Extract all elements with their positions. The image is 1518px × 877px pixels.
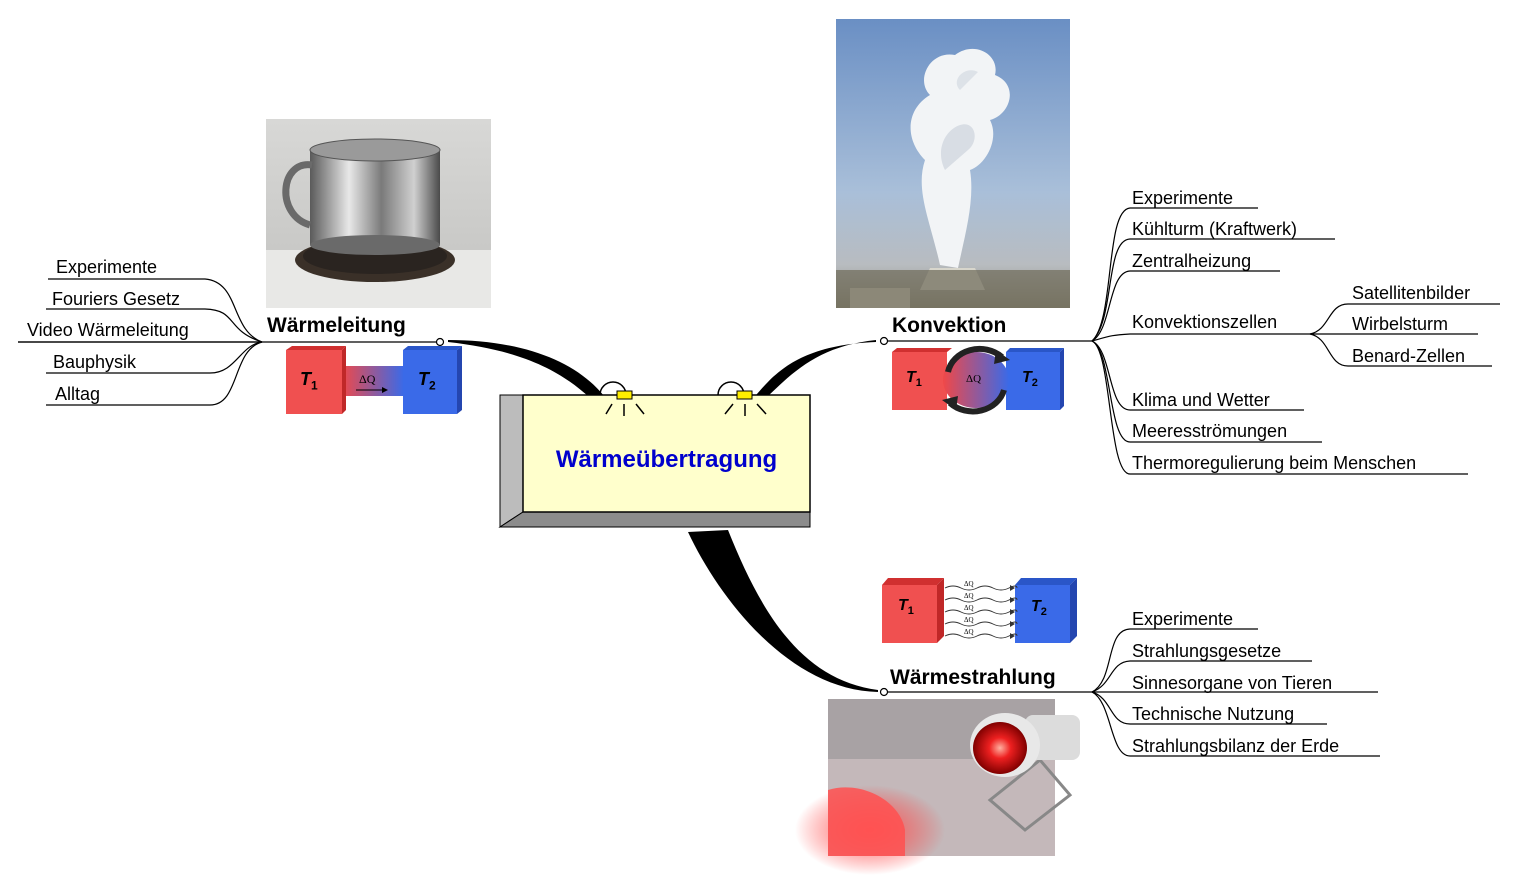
convection-t2-label: T2 — [1022, 369, 1038, 389]
radiation-flow-label: ΔQ — [964, 604, 974, 612]
t2-sub: 2 — [1031, 377, 1038, 390]
convection-subitem-hurricane[interactable]: Wirbelsturm — [1352, 314, 1449, 334]
t2-text: T — [1022, 369, 1032, 386]
radiation-t2-label: T2 — [1031, 598, 1047, 618]
central-title: Wärmeübertragung — [555, 446, 778, 473]
t2-text: T — [1031, 598, 1041, 615]
convection-item-convection-cells[interactable]: Konvektionszellen — [1132, 312, 1278, 332]
conduction-item-fourier[interactable]: Fouriers Gesetz — [52, 289, 181, 309]
radiation-item-animal-senses[interactable]: Sinnesorgane von Tieren — [1132, 673, 1333, 693]
cooling-tower-photo — [836, 19, 1070, 308]
radiation-item-laws[interactable]: Strahlungsgesetze — [1132, 641, 1282, 661]
radiation-item-technical-use[interactable]: Technische Nutzung — [1132, 704, 1295, 724]
cup-photo — [266, 119, 491, 308]
conduction-flow-label: ΔQ — [359, 372, 376, 386]
radiation-item-experiments[interactable]: Experimente — [1132, 609, 1234, 629]
convection-branch-lines — [879, 207, 1500, 475]
t1-sub: 1 — [915, 377, 922, 390]
t1-text: T — [906, 369, 916, 386]
radiation-flow-label: ΔQ — [964, 616, 974, 624]
radiation-t1-label: T1 — [898, 597, 914, 617]
heat-lamp-photo — [795, 699, 1080, 875]
conduction-diagram — [286, 346, 462, 414]
t2-sub: 2 — [1040, 606, 1047, 619]
radiation-flow-labels: ΔQ ΔQ ΔQ ΔQ ΔQ — [964, 578, 974, 638]
branch-title-conduction[interactable]: Wärmeleitung — [267, 314, 406, 337]
convection-item-thermoregulation[interactable]: Thermoregulierung beim Menschen — [1132, 453, 1417, 473]
convection-item-central-heating[interactable]: Zentralheizung — [1132, 251, 1252, 271]
t1-text: T — [300, 369, 311, 389]
lightbulb-icon — [599, 381, 645, 416]
conduction-item-experiments[interactable]: Experimente — [56, 257, 158, 277]
t2-sub: 2 — [429, 378, 436, 393]
conduction-item-video[interactable]: Video Wärmeleitung — [27, 320, 189, 340]
lightbulb-icon — [717, 381, 767, 416]
t2-text: T — [418, 369, 429, 389]
convection-item-climate[interactable]: Klima und Wetter — [1132, 390, 1270, 410]
convection-subitem-satellite[interactable]: Satellitenbilder — [1352, 283, 1471, 303]
conduction-branch-lines — [18, 278, 445, 406]
conduction-item-everyday[interactable]: Alltag — [55, 384, 101, 404]
convection-diagram — [892, 345, 1064, 415]
radiation-branch-lines — [879, 628, 1380, 757]
branch-title-radiation[interactable]: Wärmestrahlung — [890, 666, 1056, 689]
radiation-flow-label: ΔQ — [964, 628, 974, 636]
central-node[interactable] — [498, 394, 811, 528]
branch-title-convection[interactable]: Konvektion — [892, 314, 1007, 337]
conduction-t2-label: T2 — [418, 369, 436, 393]
conduction-t1-label: T1 — [300, 369, 318, 393]
radiation-diagram — [882, 578, 1077, 643]
convection-subitem-benard[interactable]: Benard-Zellen — [1352, 346, 1466, 366]
convection-t1-label: T1 — [906, 369, 922, 389]
conduction-item-building-physics[interactable]: Bauphysik — [53, 352, 137, 372]
t1-text: T — [898, 597, 908, 614]
radiation-flow-label: ΔQ — [964, 580, 974, 588]
convection-item-experiments[interactable]: Experimente — [1132, 188, 1234, 208]
central-connectors — [448, 340, 878, 692]
t1-sub: 1 — [907, 605, 914, 618]
radiation-flow-label: ΔQ — [964, 592, 974, 600]
convection-item-cooling-tower[interactable]: Kühlturm (Kraftwerk) — [1132, 219, 1298, 239]
radiation-item-earth-balance[interactable]: Strahlungsbilanz der Erde — [1132, 736, 1340, 756]
convection-flow-label: ΔQ — [966, 373, 982, 385]
convection-item-ocean-currents[interactable]: Meeresströmungen — [1132, 421, 1288, 441]
t1-sub: 1 — [311, 378, 318, 393]
